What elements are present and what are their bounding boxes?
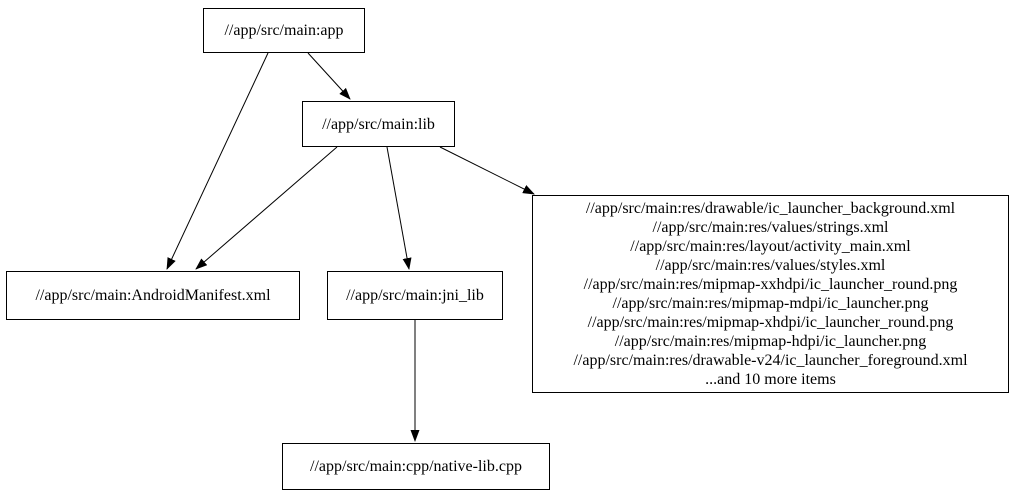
res-group-line: //app/src/main:res/drawable/ic_launcher_… xyxy=(585,200,956,217)
node-app: //app/src/main:app xyxy=(203,8,365,53)
node-lib-label: //app/src/main:lib xyxy=(322,115,435,133)
res-group-line: //app/src/main:res/values/styles.xml xyxy=(655,257,886,274)
edge-lib-to-manifest xyxy=(195,146,338,270)
node-jni-lib: //app/src/main:jni_lib xyxy=(327,271,503,320)
res-group-line: //app/src/main:res/mipmap-xxhdpi/ic_laun… xyxy=(583,276,958,293)
edge-app-to-manifest xyxy=(166,52,269,270)
res-group-more-items: ...and 10 more items xyxy=(705,371,836,388)
res-group-line: //app/src/main:res/layout/activity_main.… xyxy=(630,238,911,255)
res-group-line: //app/src/main:res/mipmap-hdpi/ic_launch… xyxy=(614,333,927,350)
res-group-line: //app/src/main:res/mipmap-mdpi/ic_launch… xyxy=(612,295,929,312)
node-android-manifest: //app/src/main:AndroidManifest.xml xyxy=(6,271,300,320)
node-res-group: //app/src/main:res/drawable/ic_launcher_… xyxy=(532,195,1009,393)
node-jni-lib-label: //app/src/main:jni_lib xyxy=(346,287,484,304)
res-group-line: //app/src/main:res/drawable-v24/ic_launc… xyxy=(573,352,968,369)
edge-lib-to-jni-lib xyxy=(386,146,412,270)
res-group-line: //app/src/main:res/values/strings.xml xyxy=(652,219,889,236)
edge-app-to-lib xyxy=(307,52,351,100)
node-lib: //app/src/main:lib xyxy=(302,101,455,147)
node-native-lib-cpp: //app/src/main:cpp/native-lib.cpp xyxy=(282,443,550,490)
res-group-line: //app/src/main:res/mipmap-xhdpi/ic_launc… xyxy=(587,314,954,331)
node-android-manifest-label: //app/src/main:AndroidManifest.xml xyxy=(35,287,271,304)
node-native-lib-cpp-label: //app/src/main:cpp/native-lib.cpp xyxy=(310,458,522,475)
node-app-label: //app/src/main:app xyxy=(224,22,344,39)
edge-lib-to-res-group xyxy=(439,146,535,195)
